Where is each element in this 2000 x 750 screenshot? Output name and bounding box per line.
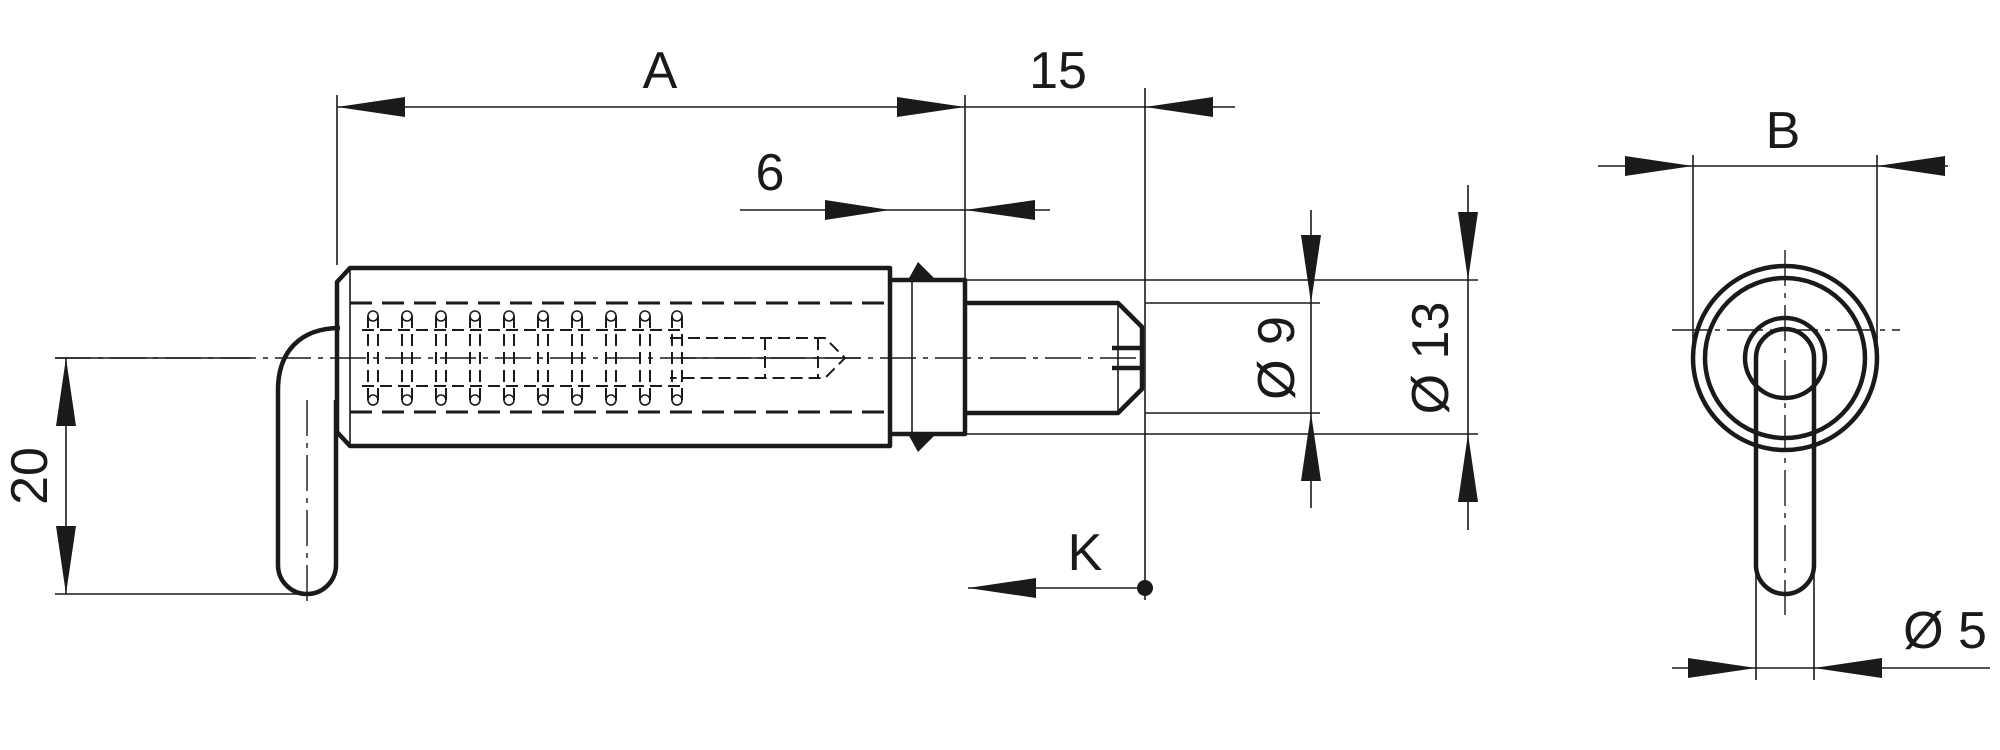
spring-coil — [605, 310, 617, 406]
end-view: B Ø 5 — [1598, 102, 1990, 680]
dim-label-dia-5: Ø 5 — [1903, 602, 1987, 660]
spring — [350, 301, 890, 414]
dimension-k: K — [968, 524, 1153, 598]
dim-label-15: 15 — [1029, 42, 1087, 100]
dim-label-6: 6 — [756, 144, 785, 202]
dimension-dia-9: Ø 9 — [1145, 210, 1321, 508]
dimension-15: 15 — [965, 42, 1235, 600]
spring-coil — [503, 310, 515, 406]
dimension-b: B — [1598, 102, 1948, 345]
dim-label-20: 20 — [1, 447, 59, 505]
spring-coil — [639, 310, 651, 406]
dim-label-dia-13: Ø 13 — [1402, 302, 1460, 415]
side-view: A 15 6 Ø 9 — [1, 42, 1478, 605]
dim-label-dia-9: Ø 9 — [1248, 316, 1306, 400]
spring-coil — [469, 310, 481, 406]
spring-coil — [435, 310, 447, 406]
dimension-6: 6 — [740, 144, 1050, 220]
handle — [275, 325, 341, 605]
dim-label-a: A — [643, 42, 678, 100]
dim-label-b: B — [1766, 102, 1801, 160]
dimension-a: A — [336, 42, 966, 278]
outer-ring — [1690, 263, 1880, 453]
collar — [890, 262, 968, 452]
spring-coil — [537, 310, 549, 406]
spring-coil — [367, 310, 379, 406]
body — [334, 265, 893, 449]
spring-coil — [401, 310, 413, 406]
pin-tip — [965, 300, 1145, 416]
inner-ring — [1702, 275, 1868, 441]
dimension-20: 20 — [1, 357, 300, 595]
spring-coil — [571, 310, 583, 406]
dim-label-k: K — [1068, 524, 1103, 582]
pin-ring — [1742, 315, 1828, 401]
dimension-dia-5: Ø 5 — [1672, 565, 1990, 680]
dimension-dia-13: Ø 13 — [965, 185, 1478, 530]
